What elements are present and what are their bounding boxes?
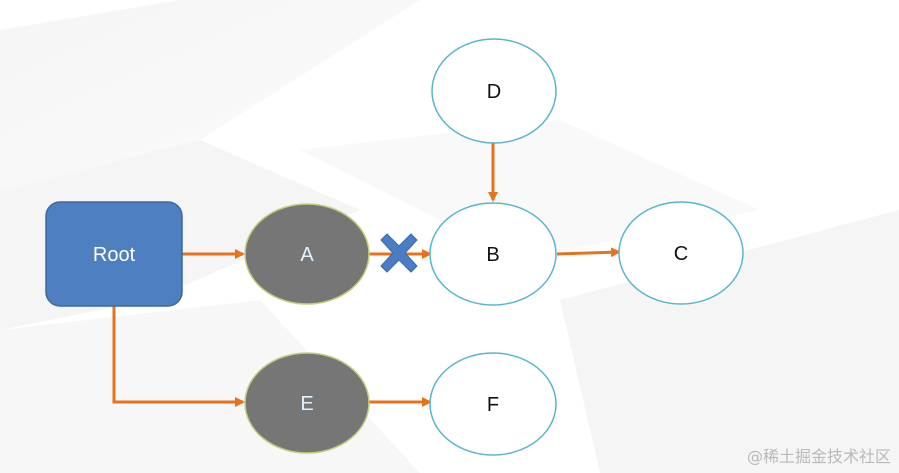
node-a[interactable]: A (244, 203, 370, 305)
node-f-label: F (487, 394, 499, 416)
node-f[interactable]: F (429, 352, 557, 456)
node-b-label: B (486, 244, 499, 266)
node-d-label: D (487, 81, 501, 103)
node-c[interactable]: C (618, 201, 744, 305)
node-e[interactable]: E (244, 352, 370, 454)
node-b[interactable]: B (429, 202, 557, 306)
edge-root-e (112, 306, 245, 407)
edge-b-c (556, 247, 621, 258)
node-a-label: A (300, 244, 314, 266)
node-root[interactable]: Root (45, 201, 183, 307)
node-root-label: Root (93, 244, 136, 266)
node-c-label: C (674, 243, 688, 265)
node-d[interactable]: D (431, 38, 557, 144)
node-e-label: E (300, 393, 313, 415)
broken-link-cross-icon (380, 233, 418, 273)
edges-layer (112, 143, 621, 407)
watermark-text: @稀土掘金技术社区 (746, 447, 891, 466)
